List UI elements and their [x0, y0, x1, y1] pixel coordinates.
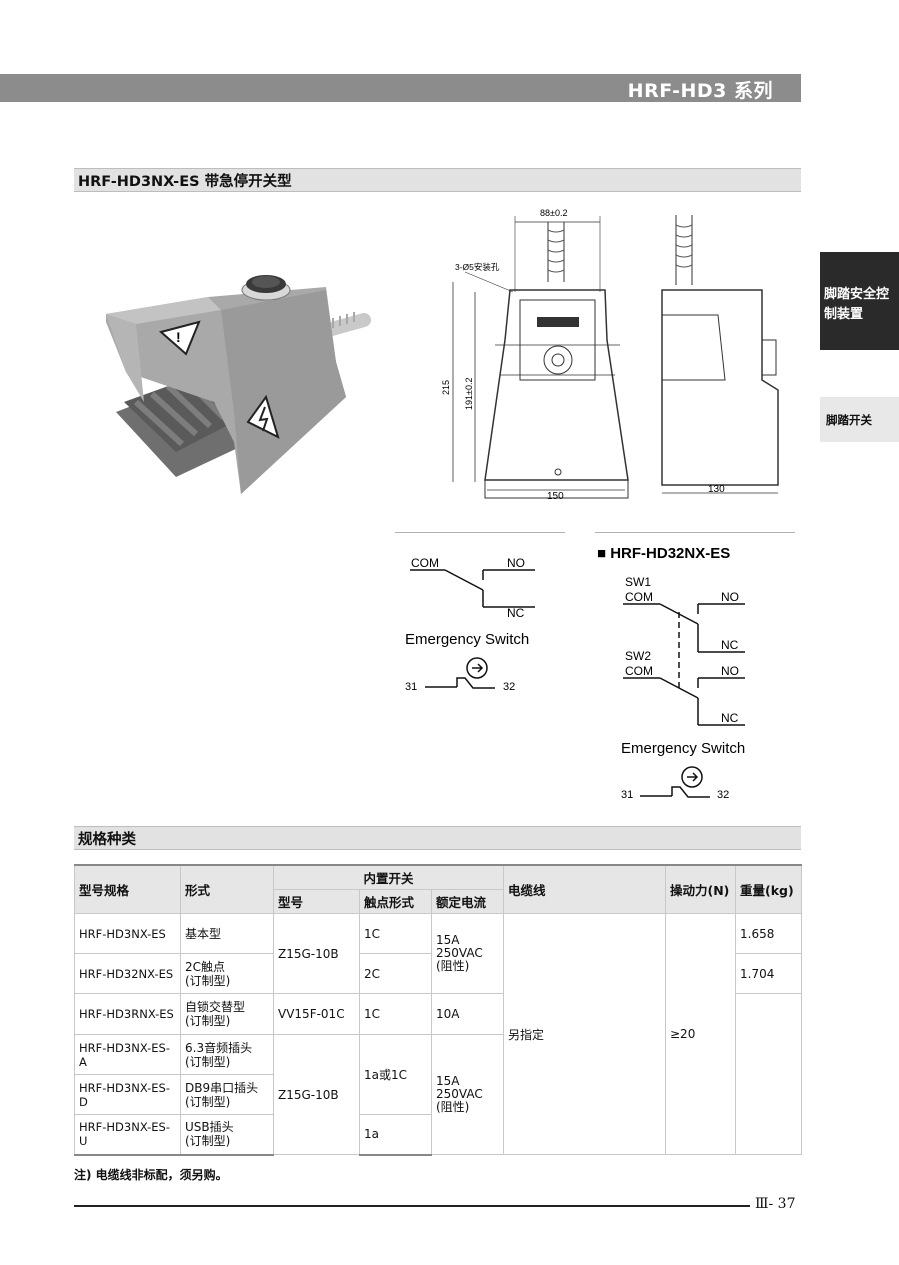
side-tab-safety[interactable]: 脚踏安全控制装置: [820, 252, 899, 350]
weight-cell: 1.704: [735, 953, 802, 994]
side-tab-foot-switch[interactable]: 脚踏开关: [820, 397, 899, 442]
section-title: HRF-HD3NX-ES 带急停开关型: [78, 174, 292, 190]
terminal-32-label: 32: [503, 681, 515, 693]
row-form: 基本型: [180, 913, 274, 954]
header-cable: 电缆线: [503, 864, 666, 914]
dim-bottom-width: 150: [547, 491, 564, 502]
header-force: 操动力(N): [665, 864, 736, 914]
sw2-com-label: COM: [625, 664, 653, 678]
contact-cell: 1C: [359, 913, 432, 954]
row-model: HRF-HD3NX-ES-D: [74, 1074, 181, 1115]
table-row: HRF-HD32NX-ES 2C触点 (订制型) 2C 1.704: [74, 953, 802, 994]
wiring-diagram-double: ■ HRF-HD32NX-ES SW1 COM NO NC SW2 COM NO…: [595, 532, 795, 801]
force-cell: ≥20: [665, 913, 736, 1155]
header-contact: 触点形式: [359, 889, 432, 914]
row-form: 2C触点 (订制型): [180, 953, 274, 994]
sw1-label: SW1: [625, 575, 651, 589]
row-model: HRF-HD3RNX-ES: [74, 993, 181, 1035]
warning-triangle-icon: [158, 320, 201, 356]
switch-model-cell: VV15F-01C: [273, 993, 360, 1035]
spec-table: 型号规格 形式 内置开关 电缆线 操动力(N) 重量(kg) 型号 触点形式 额…: [74, 864, 802, 1156]
table-row: HRF-HD3NX-ES-U USB插头 (订制型) 1a: [74, 1114, 802, 1156]
dim-depth: 130: [708, 484, 725, 495]
footer-rule: [74, 1205, 750, 1207]
row-form: 6.3音频插头 (订制型): [180, 1034, 274, 1075]
wiring-nc-label: NC: [507, 606, 525, 620]
spec-title: 规格种类: [78, 832, 136, 848]
sw2-nc-label: NC: [721, 711, 739, 725]
spec-section-header: 规格种类: [74, 826, 801, 850]
row-model: HRF-HD3NX-ES-A: [74, 1034, 181, 1075]
row-model: HRF-HD32NX-ES: [74, 953, 181, 994]
contact-cell: 1a或1C: [359, 1034, 432, 1115]
side-dimension-drawing: 130: [661, 215, 779, 495]
sw1-no-label: NO: [721, 590, 739, 604]
switch-model-cell: Z15G-10B: [273, 1034, 360, 1155]
row-model: HRF-HD3NX-ES: [74, 913, 181, 954]
table-row: HRF-HD3RNX-ES 自锁交替型 (订制型) VV15F-01C 1C 1…: [74, 993, 802, 1155]
hd32-title: ■ HRF-HD32NX-ES: [597, 545, 730, 562]
emergency-switch-label-2: Emergency Switch: [621, 740, 745, 757]
wiring-diagram-single: COM NO NC Emergency Switch 31 32: [395, 532, 565, 693]
rated-current-cell: 10A: [431, 993, 504, 1035]
header-internal-switch: 内置开关: [273, 864, 504, 890]
dim-mount-holes: 3-Ø5安装孔: [455, 262, 500, 272]
rated-current-cell: 15A 250VAC (阻性): [431, 913, 504, 994]
weight-cell: 1.658: [735, 913, 802, 954]
header-switch-model: 型号: [273, 889, 360, 914]
header-rated-current: 额定电流: [431, 889, 504, 914]
product-photo: !: [106, 275, 371, 494]
page-number: Ⅲ- 37: [755, 1196, 796, 1212]
rated-current-cell: 15A 250VAC (阻性): [431, 1034, 504, 1155]
footnote: 注) 电缆线非标配，须另购。: [74, 1168, 228, 1182]
sw1-nc-label: NC: [721, 638, 739, 652]
header-model: 型号规格: [74, 864, 181, 914]
terminal-31-label-2: 31: [621, 789, 633, 801]
emergency-switch-label: Emergency Switch: [405, 631, 529, 648]
sw2-no-label: NO: [721, 664, 739, 678]
contact-cell: 1C: [359, 993, 432, 1035]
sw1-com-label: COM: [625, 590, 653, 604]
emergency-stop-icon-2: [681, 766, 703, 788]
header-form: 形式: [180, 864, 274, 914]
svg-text:!: !: [176, 329, 181, 345]
cable-cell: 另指定: [503, 913, 666, 1155]
row-form: USB插头 (订制型): [180, 1114, 274, 1156]
contact-cell: 1a: [359, 1114, 432, 1156]
header-weight: 重量(kg): [735, 864, 802, 914]
dim-height-total: 215: [441, 380, 451, 395]
wiring-com-label: COM: [411, 556, 439, 570]
series-title: HRF-HD3 系列: [627, 80, 773, 102]
row-model: HRF-HD3NX-ES-U: [74, 1114, 181, 1156]
section-header: HRF-HD3NX-ES 带急停开关型: [74, 168, 801, 192]
side-tab-foot-label: 脚踏开关: [826, 413, 872, 427]
dim-height-inner: 191±0.2: [464, 378, 474, 410]
contact-cell: 2C: [359, 953, 432, 994]
series-header-bar: HRF-HD3 系列: [0, 74, 801, 102]
emergency-stop-icon: [466, 657, 488, 679]
wiring-no-label: NO: [507, 556, 525, 570]
dim-top-width: 88±0.2: [540, 208, 567, 218]
row-form: 自锁交替型 (订制型): [180, 993, 274, 1035]
weight-cell-empty: [735, 993, 802, 1155]
sw2-label: SW2: [625, 649, 651, 663]
row-form: DB9串口插头 (订制型): [180, 1074, 274, 1115]
table-row: HRF-HD3NX-ES 基本型 Z15G-10B 1C 15A 250VAC …: [74, 913, 802, 1155]
terminal-32-label-2: 32: [717, 789, 729, 801]
side-tab-safety-label: 脚踏安全控制装置: [824, 287, 890, 322]
front-dimension-drawing: 88±0.2 3-Ø5安装孔 215 191±0.2 150: [441, 208, 629, 502]
switch-model-cell: Z15G-10B: [273, 913, 360, 994]
terminal-31-label: 31: [405, 681, 417, 693]
